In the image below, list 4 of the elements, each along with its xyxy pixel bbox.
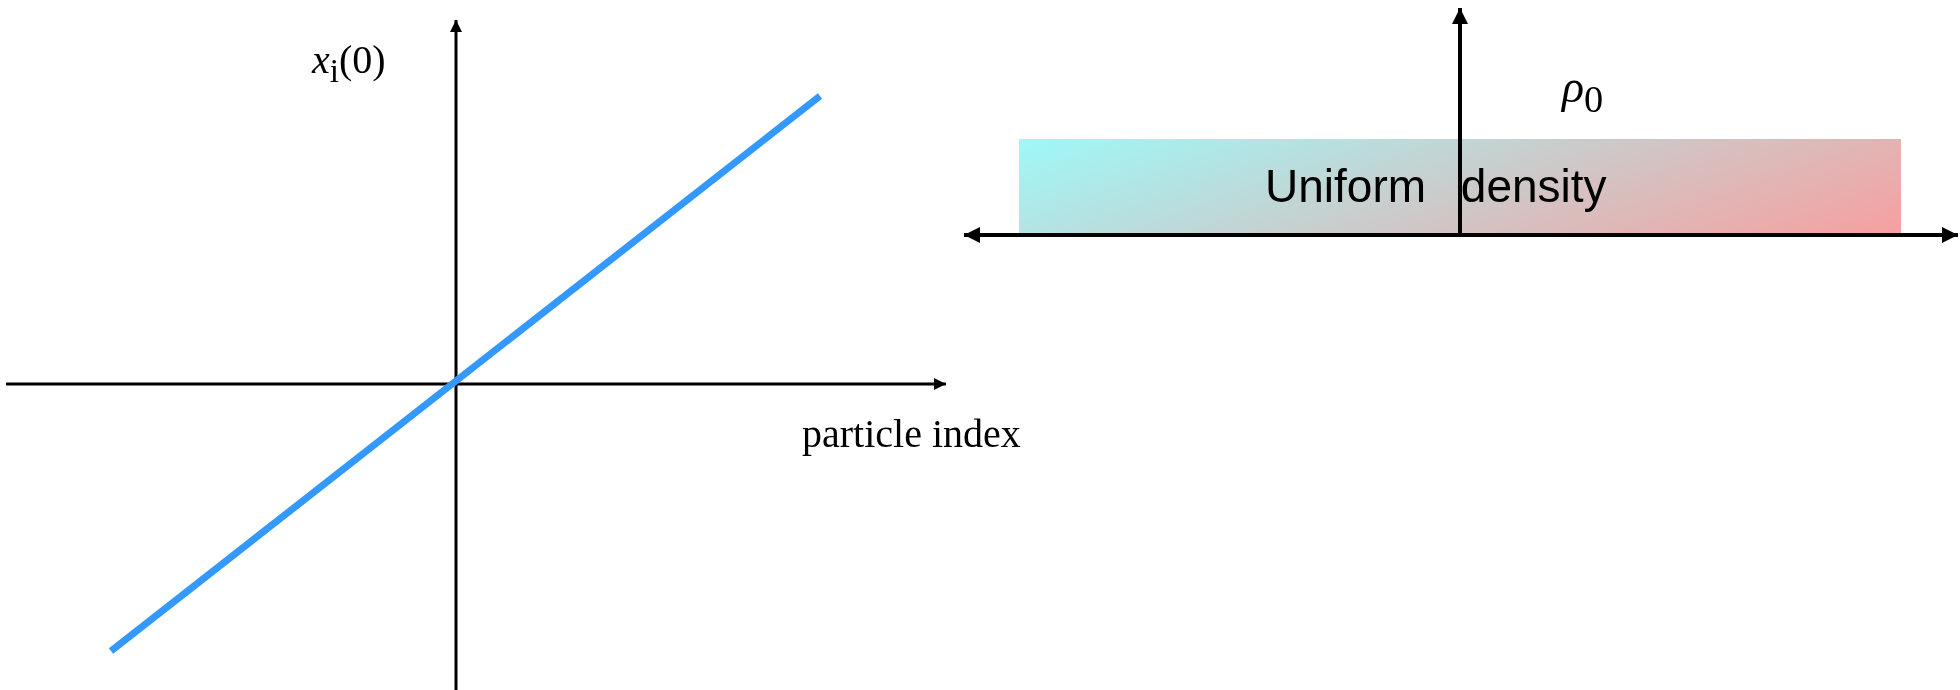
density-band xyxy=(1019,139,1901,235)
axis-label: ρ$_{0}$ xyxy=(1562,64,1604,119)
axis-label: particle index xyxy=(802,414,1021,454)
axis-label: x$_{i}$(0) xyxy=(312,40,386,88)
